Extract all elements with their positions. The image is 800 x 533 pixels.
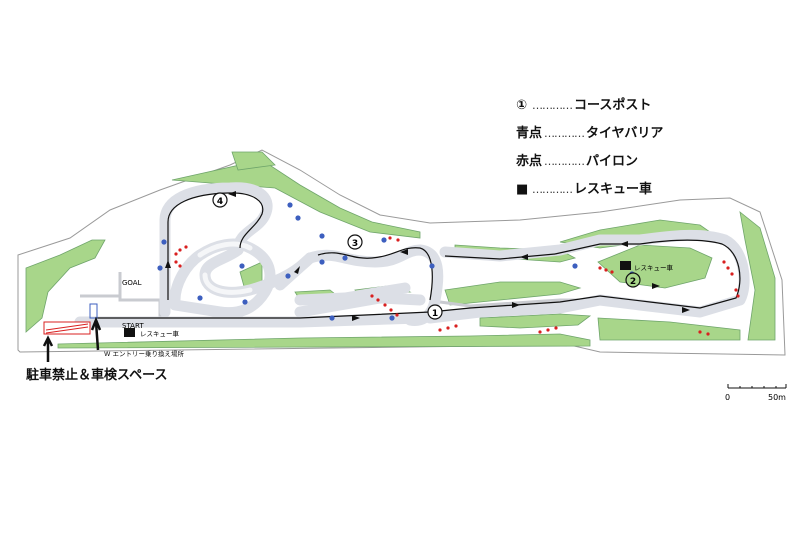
- pointer-arrow-parking: [42, 335, 54, 362]
- pointer-arrow-entry: [90, 316, 102, 351]
- legend-row-rescue: ■ ………… レスキュー車: [516, 176, 696, 204]
- legend-text-blue: タイヤバリア: [586, 126, 664, 141]
- rescue-vehicle-bottom: [124, 328, 135, 337]
- scale-end-label: 50m: [768, 393, 786, 402]
- legend-row-post: ① ………… コースポスト: [516, 92, 696, 120]
- legend-row-blue: 青点 ………… タイヤバリア: [516, 120, 696, 148]
- legend-row-red: 赤点 ………… パイロン: [516, 148, 696, 176]
- legend: ① ………… コースポスト 青点 ………… タイヤバリア 赤点 ………… パイロ…: [516, 92, 696, 204]
- legend-text-red: パイロン: [586, 154, 639, 169]
- no-parking-label: 駐車禁止＆車検スペース: [26, 368, 168, 383]
- rescue-label-bottom: レスキュー車: [140, 329, 180, 338]
- course-post-4: 4: [212, 192, 228, 208]
- rescue-vehicle-right: [620, 261, 631, 270]
- course-post-4-label: 4: [217, 197, 223, 207]
- legend-key-red: 赤点: [516, 154, 543, 169]
- goal-label: GOAL: [122, 279, 142, 287]
- direction-arrows: [165, 191, 690, 321]
- legend-dots-blue: …………: [544, 127, 585, 140]
- grass-areas: [25, 151, 776, 349]
- tire-barriers: [157, 202, 635, 321]
- pylons: [174, 236, 740, 336]
- racing-line: [95, 192, 741, 319]
- legend-dots-rescue: …………: [532, 183, 573, 196]
- w-entry-label: W エントリー乗り換え場所: [104, 350, 184, 358]
- legend-dots-red: …………: [544, 155, 585, 168]
- legend-text-post: コースポスト: [574, 98, 652, 113]
- facility-boundary: [17, 149, 786, 356]
- legend-key-blue: 青点: [516, 126, 543, 141]
- rescue-label-right: レスキュー車: [634, 263, 674, 272]
- w-entry-spot: [89, 303, 98, 319]
- legend-text-rescue: レスキュー車: [574, 182, 653, 197]
- course-post-1-label: 1: [432, 309, 438, 319]
- no-parking-space: [43, 321, 91, 335]
- course-post-2: 2: [625, 272, 641, 288]
- track-inner: [197, 241, 253, 295]
- course-post-3-label: 3: [352, 239, 358, 249]
- legend-dots-post: …………: [532, 99, 573, 112]
- legend-key-rescue: ■: [516, 182, 529, 197]
- course-post-1: 1: [427, 304, 443, 320]
- start-label: START: [122, 322, 144, 330]
- scale-start-label: 0: [725, 393, 730, 402]
- course-post-2-label: 2: [630, 277, 636, 287]
- course-post-3: 3: [347, 234, 363, 250]
- legend-key-post: ①: [516, 98, 528, 113]
- scale-bar: 0 50m: [725, 384, 787, 402]
- track: [74, 182, 750, 328]
